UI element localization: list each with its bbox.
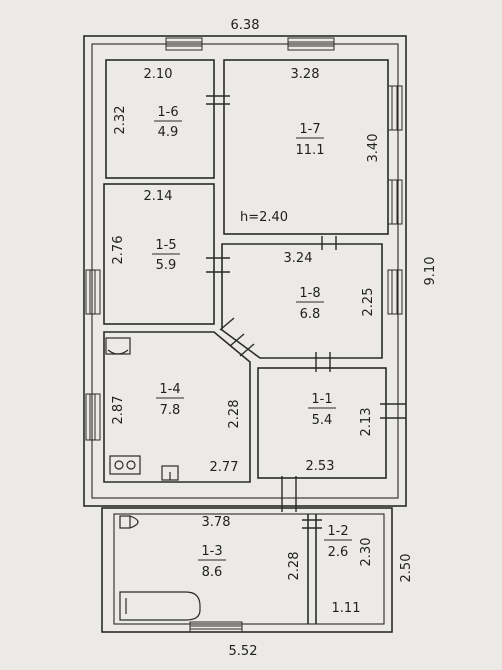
windows [85,37,403,633]
room-id-label: 1-7 [299,122,320,137]
room-depth-label: 2.13 [359,408,374,437]
room-id-label: 1-1 [311,392,332,407]
room-width-label: 2.10 [144,67,173,82]
main-inner-wall [91,43,399,499]
room-1-8-wall [221,243,383,359]
room-depth-label: 2.28 [287,552,302,581]
bathtub-icon [119,591,201,621]
annex-inner-wall [113,513,385,625]
room-width-label: 3.78 [202,515,231,530]
stove-icon [109,455,141,475]
annex-width-label: 5.52 [229,644,258,659]
overall-width-label: 6.38 [231,18,260,33]
room-depth-label: 2.25 [361,288,376,317]
room-area-label: 11.1 [296,143,325,158]
room-1-4-wall [103,331,251,483]
annex-depth-label: 2.50 [399,554,414,583]
room-area-label: 5.9 [156,258,177,273]
room-1-1-wall [257,367,387,479]
counter-icon [161,465,179,481]
room-depth-label: 2.87 [111,396,126,425]
room-1-6-wall [105,59,215,179]
annex-outer-wall [101,507,393,633]
room-id-label: 1-5 [155,238,176,253]
room-area-label: 2.6 [328,545,349,560]
door-marks [206,95,406,529]
room-depth-inner-label: 2.28 [227,400,242,429]
room-1-5-wall [103,183,215,325]
overall-length-label: 9.10 [423,257,438,286]
ceiling-height-label: h=2.40 [240,210,288,225]
room-area-label: 4.9 [158,125,179,140]
room-area-label: 5.4 [312,413,333,428]
room-width-label: 2.14 [144,189,173,204]
room-area-label: 6.8 [300,307,321,322]
room-width-label: 2.77 [210,460,239,475]
room-id-label: 1-3 [201,544,222,559]
room-id-label: 1-8 [299,286,320,301]
room-width-label: 2.53 [306,459,335,474]
room-id-label: 1-2 [327,524,348,539]
room-area-label: 8.6 [202,565,223,580]
room-area-label: 7.8 [160,403,181,418]
room-1-7-wall [223,59,389,235]
room-depth-label: 2.76 [111,236,126,265]
room-depth-label: 2.32 [113,106,128,135]
room-id-label: 1-6 [157,105,178,120]
room-width-label: 3.28 [291,67,320,82]
sink-icon [105,337,131,355]
room-id-label: 1-4 [159,382,180,397]
room-width-label: 3.24 [284,251,313,266]
room-depth-label: 2.30 [359,538,374,567]
main-outer-wall [83,35,407,507]
toilet-icon [119,515,139,529]
room-depth-label: 3.40 [366,134,381,163]
room-width-label: 1.11 [332,601,361,616]
